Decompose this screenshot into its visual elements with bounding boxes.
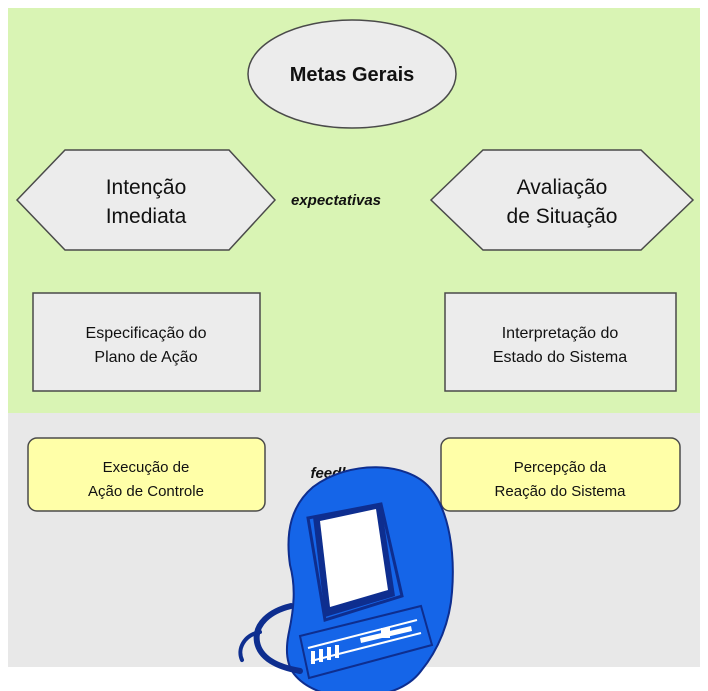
intencao-line-1: Intenção: [106, 176, 187, 199]
especificacao-line-2: Plano de Ação: [94, 349, 197, 366]
percepcao-line-1: Percepção da: [514, 459, 607, 476]
metas-gerais-label: Metas Gerais: [290, 64, 415, 86]
interpretacao-estado-node: [444, 292, 677, 392]
expectativas-label: expectativas: [291, 192, 381, 209]
intencao-line-2: Imediata: [106, 205, 187, 228]
intencao-imediata-node: [15, 149, 277, 251]
execucao-acao-node: [27, 437, 266, 512]
avaliacao-situacao-node: [429, 149, 695, 251]
computer-icon: [238, 466, 454, 691]
metas-gerais-node: [247, 19, 457, 129]
avaliacao-line-1: Avaliação: [517, 176, 608, 199]
percepcao-reacao-node: [440, 437, 681, 512]
percepcao-line-2: Reação do Sistema: [495, 483, 627, 500]
execucao-line-1: Execução de: [103, 459, 190, 476]
interpretacao-line-1: Interpretação do: [502, 325, 619, 342]
execucao-line-2: Ação de Controle: [88, 483, 204, 500]
interpretacao-line-2: Estado do Sistema: [493, 349, 627, 366]
especificacao-plano-node: [32, 292, 261, 392]
especificacao-line-1: Especificação do: [86, 325, 207, 342]
avaliacao-line-2: de Situação: [507, 205, 618, 228]
